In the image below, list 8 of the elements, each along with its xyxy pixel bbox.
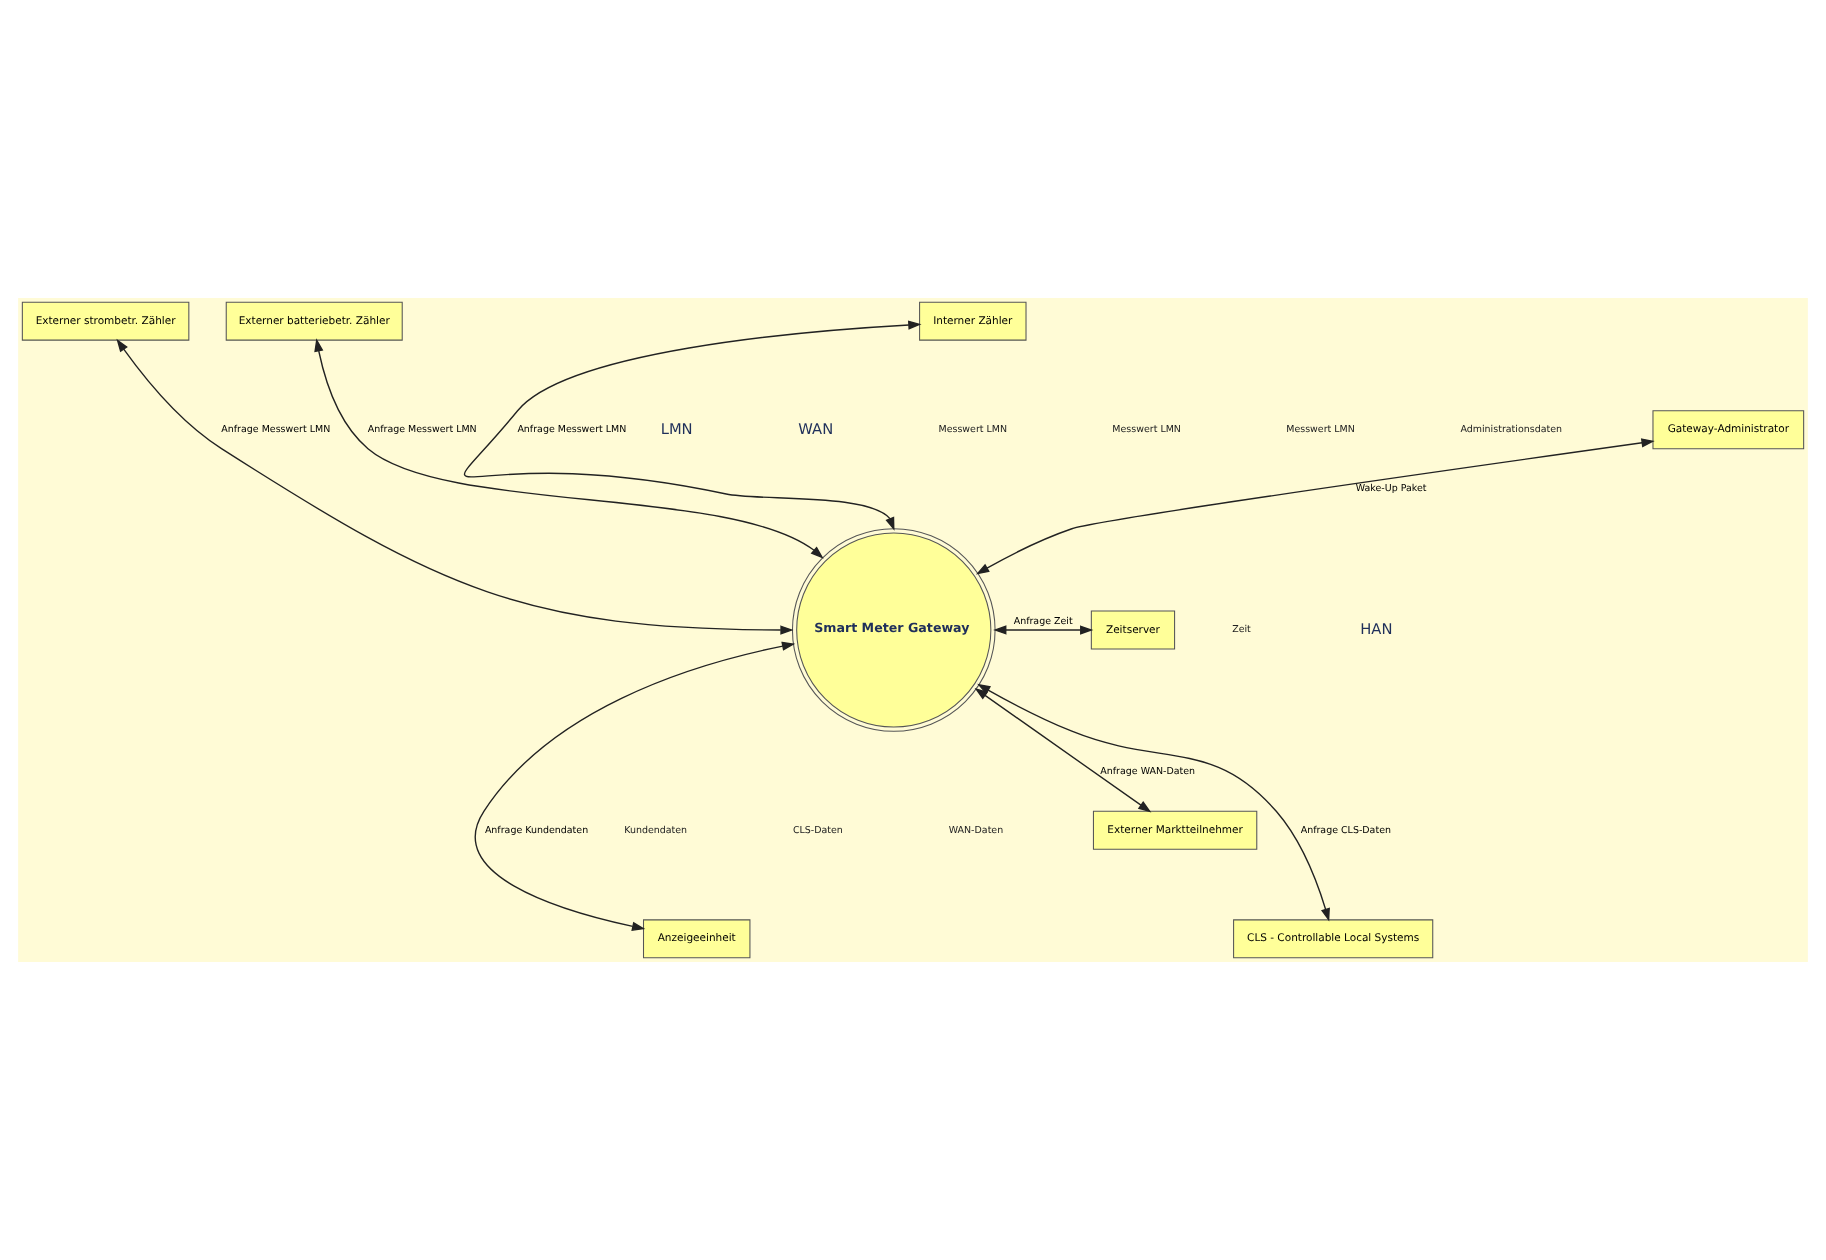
arrow xyxy=(975,438,1655,575)
arrow xyxy=(993,625,1094,635)
arrow xyxy=(974,687,1152,813)
arrow xyxy=(977,683,1330,922)
arrow xyxy=(474,641,796,931)
arrow xyxy=(463,320,922,531)
arrow xyxy=(116,338,794,635)
arrow xyxy=(314,338,824,559)
